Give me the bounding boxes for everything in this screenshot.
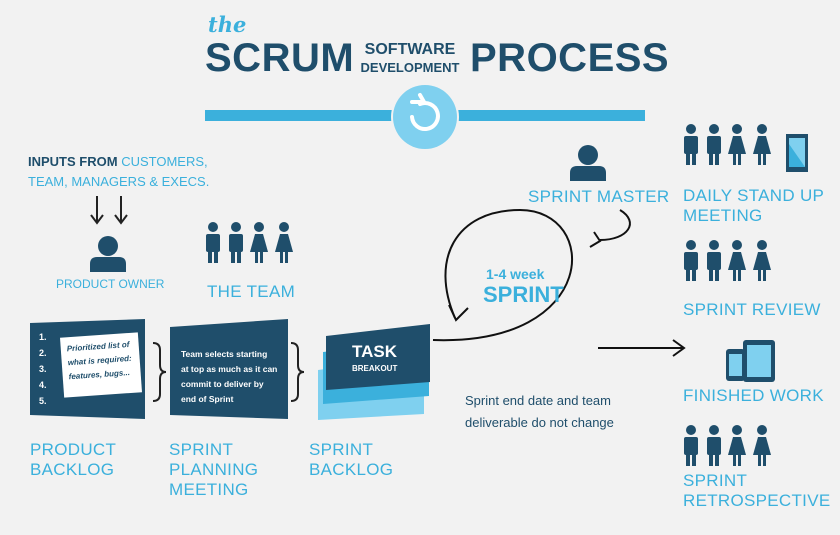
label-line: RETROSPECTIVE: [683, 491, 831, 510]
backlog-numbers: 1. 2. 3. 4. 5.: [39, 329, 47, 409]
sprint-note: Sprint end date and team deliverable do …: [465, 390, 614, 434]
product-backlog-label: PRODUCT BACKLOG: [30, 440, 116, 480]
inputs-arrow-icon: [90, 196, 128, 225]
finished-work-label: FINISHED WORK: [683, 386, 824, 405]
sprint-review-label: SPRINT REVIEW: [683, 300, 821, 319]
brace-icon: [152, 342, 305, 402]
product-owner-label: PRODUCT OWNER: [56, 277, 165, 291]
label-line: MEETING: [683, 206, 763, 225]
cycle-icon: [391, 83, 459, 151]
retrospective-label: SPRINT RETROSPECTIVE: [683, 471, 830, 511]
label-line: SPRINT: [683, 471, 748, 490]
sprint-planning-label: SPRINT PLANNING MEETING: [169, 440, 258, 500]
inputs-lead: INPUTS FROM: [28, 154, 118, 169]
title-scrum: SCRUM: [205, 36, 355, 80]
sprint-master-icon: [570, 145, 606, 181]
task-title: TASK: [352, 342, 398, 361]
sprint-label: SPRINT: [483, 282, 564, 307]
planning-text-line: at top as much as it can: [181, 364, 278, 374]
planning-text-line: Team selects starting: [181, 349, 268, 359]
devices-icon: [726, 340, 775, 382]
label-line: SPRINT: [309, 440, 374, 459]
daily-standup-label: DAILY STAND UP MEETING: [683, 186, 824, 226]
task-breakout-stack: [318, 324, 430, 420]
the-team-icon: [206, 222, 293, 263]
sprint-planning-document: Team selects starting at top as much as …: [170, 319, 288, 419]
label-line: BACKLOG: [30, 460, 115, 479]
title-process: PROCESS: [470, 36, 670, 80]
backlog-number: 4.: [39, 380, 47, 390]
title-software: SOFTWARE: [364, 41, 456, 58]
standup-team-icon: [684, 124, 771, 165]
planning-text-line: end of Sprint: [181, 394, 234, 404]
inputs-line-2: TEAM, MANAGERS & EXECS.: [28, 174, 210, 189]
sprint-note-line: Sprint end date and team: [465, 393, 611, 408]
planning-text: Team selects starting at top as much as …: [181, 347, 277, 407]
title-development: DEVELOPMENT: [360, 60, 460, 75]
label-line: DAILY STAND UP: [683, 186, 825, 205]
review-team-icon: [684, 240, 771, 281]
label-line: SPRINT: [169, 440, 234, 459]
retrospective-team-icon: [684, 425, 771, 466]
sprint-note-line: deliverable do not change: [465, 415, 614, 430]
label-line: PLANNING: [169, 460, 259, 479]
inputs-rest: CUSTOMERS,: [121, 154, 208, 169]
sprint-master-label: SPRINT MASTER: [528, 187, 670, 206]
inputs-line-1: INPUTS FROM CUSTOMERS,: [28, 153, 208, 171]
product-owner-icon: [90, 236, 126, 272]
backlog-note-card: Prioritized list of what is required: fe…: [60, 332, 142, 398]
standup-board-icon: [786, 134, 808, 172]
sprint-backlog-label: SPRINT BACKLOG: [309, 440, 393, 480]
backlog-number: 3.: [39, 364, 47, 374]
sprint-duration: 1-4 week: [486, 266, 545, 282]
task-subtitle: BREAKOUT: [352, 364, 398, 373]
backlog-number: 1.: [39, 332, 47, 342]
the-team-label: THE TEAM: [207, 282, 296, 301]
title-the: the: [208, 12, 247, 37]
label-line: BACKLOG: [309, 460, 394, 479]
planning-text-line: commit to deliver by: [181, 379, 264, 389]
backlog-number: 5.: [39, 396, 47, 406]
label-line: MEETING: [169, 480, 249, 499]
backlog-number: 2.: [39, 348, 47, 358]
sprint-loop-arrow: [432, 208, 686, 357]
label-line: PRODUCT: [30, 440, 117, 459]
